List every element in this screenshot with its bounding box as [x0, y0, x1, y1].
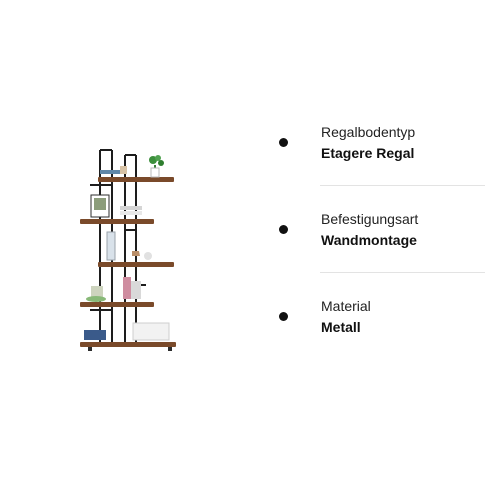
- bullet-icon: [279, 138, 288, 147]
- spec-divider: [320, 185, 485, 186]
- shelf-icon: [80, 149, 176, 351]
- spec-item-befestigungsart: Befestigungsart Wandmontage: [275, 202, 485, 260]
- spec-value: Wandmontage: [321, 232, 417, 248]
- spec-label: Befestigungsart: [321, 211, 419, 227]
- bullet-icon: [279, 225, 288, 234]
- spec-item-material: Material Metall: [275, 289, 485, 347]
- product-image: [60, 135, 190, 365]
- bullet-icon: [279, 312, 288, 321]
- spec-label: Material: [321, 298, 371, 314]
- spec-value: Metall: [321, 319, 361, 335]
- spec-value: Etagere Regal: [321, 145, 415, 161]
- spec-list: Regalbodentyp Etagere Regal Befestigungs…: [275, 115, 485, 347]
- spec-divider: [320, 272, 485, 273]
- spec-label: Regalbodentyp: [321, 124, 416, 140]
- spec-item-regalbodentyp: Regalbodentyp Etagere Regal: [275, 115, 485, 173]
